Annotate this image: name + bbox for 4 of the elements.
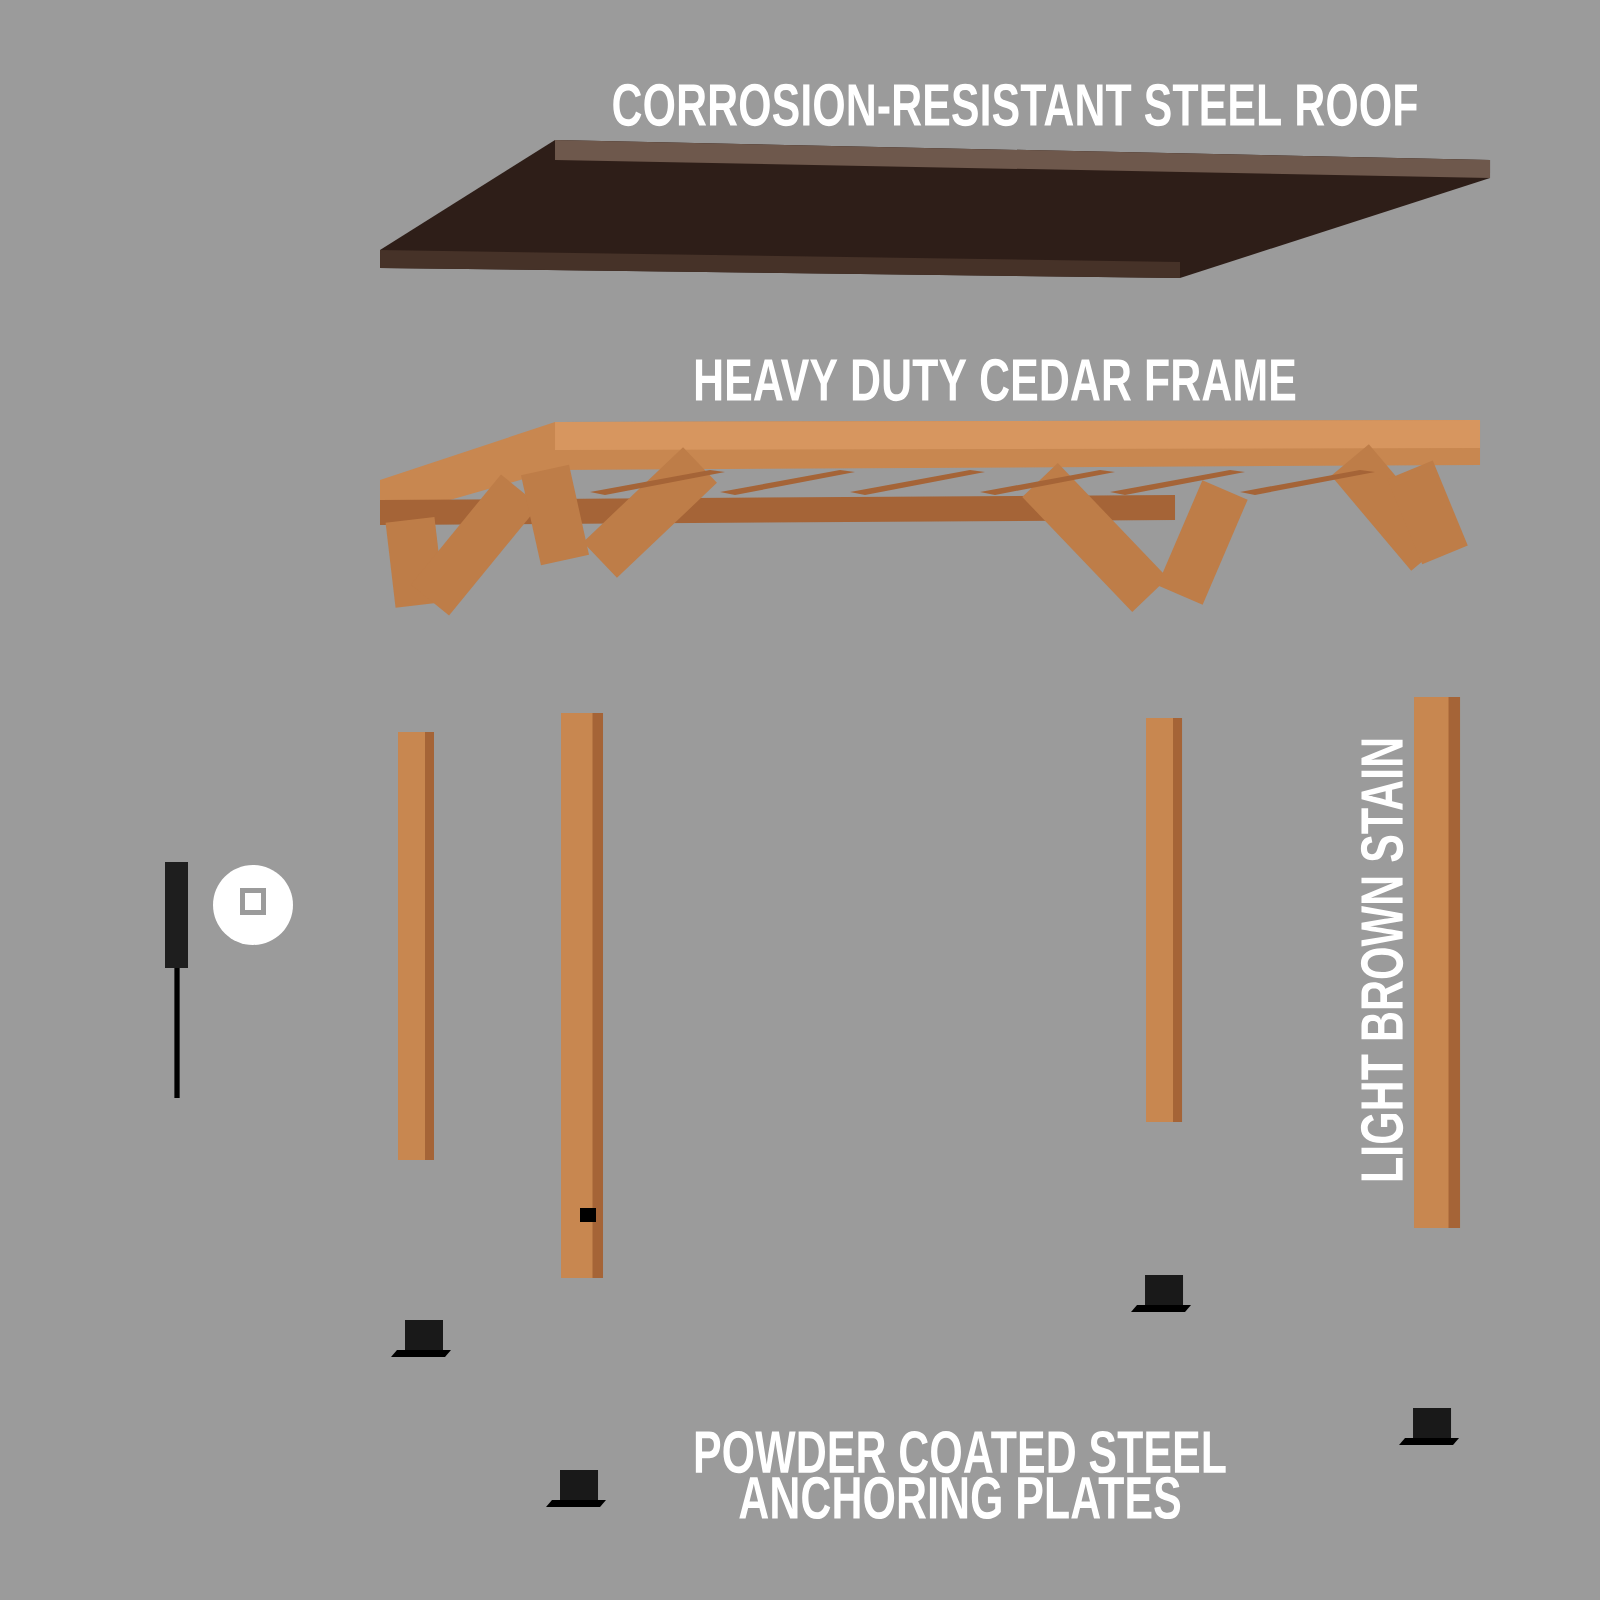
part-label: HEAVY DUTY CEDAR FRAME [695,358,1296,402]
part-label: CORROSION-RESISTANT STEEL ROOF [613,83,1417,127]
part-label: POWDER COATED STEEL ANCHORING PLATES [695,1430,1226,1520]
part-label: LIGHT BROWN STAIN [1360,739,1404,1181]
